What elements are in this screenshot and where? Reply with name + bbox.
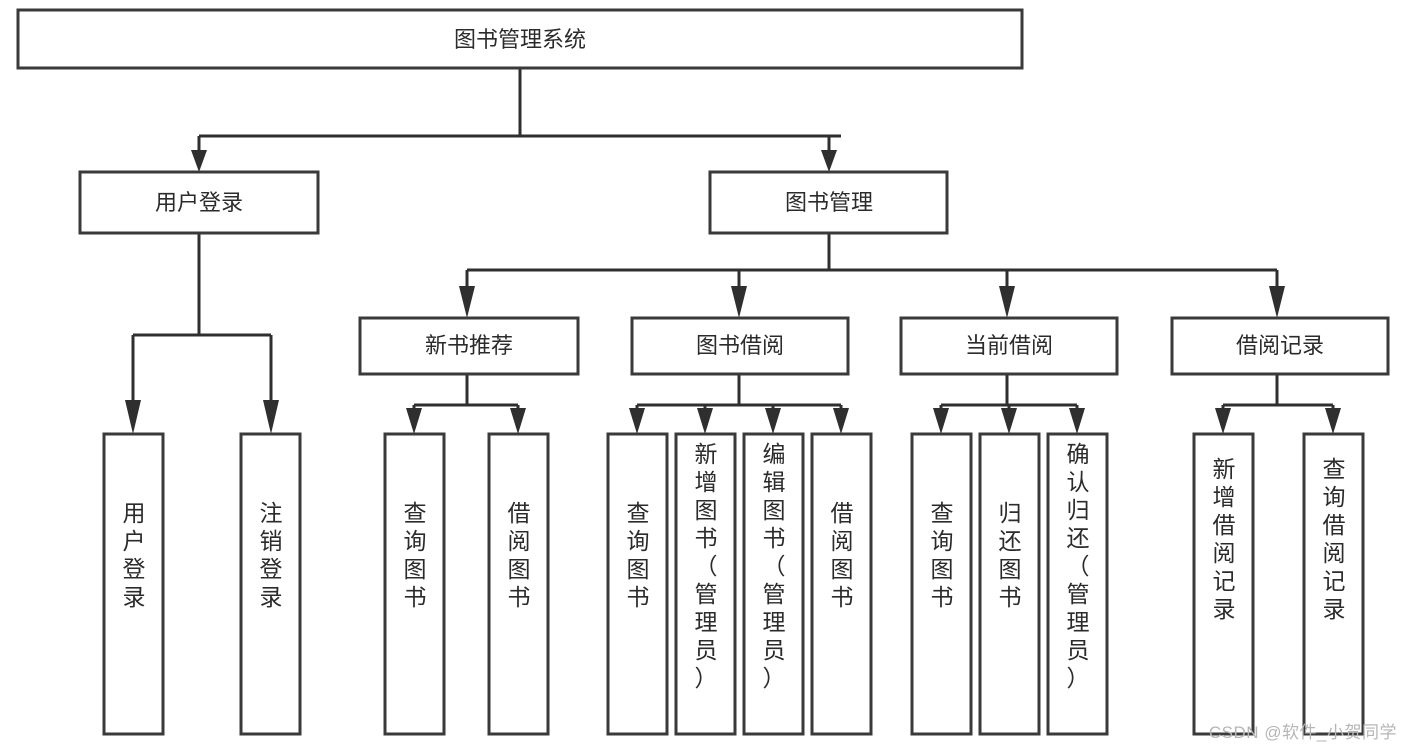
node-book-management[interactable]: 图书管理	[708, 170, 949, 235]
node-leaf-logout-login-box[interactable]	[239, 432, 302, 736]
node-borrow-record-box[interactable]	[1170, 316, 1390, 376]
arrow-head-icon	[731, 286, 747, 318]
connector-group-user-login	[125, 233, 279, 434]
node-root-label: 图书管理系统	[454, 27, 586, 52]
node-current-borrow[interactable]: 当前借阅	[899, 316, 1119, 376]
node-leaf-query-book-2-label: 查询图书	[627, 500, 650, 610]
node-leaf-edit-book-admin-box[interactable]	[742, 432, 805, 736]
node-leaf-query-book-1-label: 查询图书	[404, 500, 427, 610]
arrow-head-icon	[191, 150, 207, 172]
arrow-head-icon	[1269, 286, 1285, 318]
node-leaf-logout-login-label: 注销登录	[260, 500, 283, 610]
node-leaf-user-login-label: 用户登录	[123, 500, 146, 610]
connector-group-book-management	[459, 233, 1285, 318]
node-leaf-add-borrow-record-box[interactable]	[1192, 432, 1255, 736]
arrow-head-icon	[933, 408, 949, 434]
node-book-management-label: 图书管理	[785, 190, 873, 215]
arrow-head-icon	[765, 408, 781, 434]
node-leaf-confirm-return-admin-label: 确认归还（管理员）	[1067, 441, 1090, 691]
arrow-head-icon	[263, 400, 279, 434]
arrow-head-icon	[999, 286, 1015, 318]
node-leaf-query-borrow-record-box[interactable]	[1302, 432, 1365, 736]
node-leaf-query-book-1-box[interactable]	[383, 432, 446, 736]
node-leaf-borrow-book-2[interactable]: 借阅图书	[810, 432, 873, 736]
arrow-head-icon	[629, 408, 645, 434]
node-root[interactable]: 图书管理系统	[16, 8, 1024, 70]
node-leaf-logout-login[interactable]: 注销登录	[239, 432, 302, 736]
node-leaf-user-login-box[interactable]	[102, 432, 165, 736]
node-leaf-add-book-admin-box[interactable]	[674, 432, 737, 736]
node-leaf-confirm-return-admin-box[interactable]	[1046, 432, 1109, 736]
node-leaf-return-book-box[interactable]	[978, 432, 1041, 736]
connector-group-new-book-recommend	[406, 374, 526, 434]
node-new-book-recommend-label: 新书推荐	[425, 333, 513, 358]
node-leaf-edit-book-admin[interactable]: 编辑图书（管理员）	[742, 432, 805, 736]
node-root-box[interactable]	[16, 8, 1024, 70]
node-leaf-query-book-1[interactable]: 查询图书	[383, 432, 446, 736]
node-leaf-query-book-2[interactable]: 查询图书	[606, 432, 669, 736]
arrow-head-icon	[459, 286, 475, 318]
node-user-login[interactable]: 用户登录	[78, 170, 320, 235]
node-borrow-record-label: 借阅记录	[1236, 333, 1324, 358]
node-leaf-user-login[interactable]: 用户登录	[102, 432, 165, 736]
node-leaf-add-borrow-record[interactable]: 新增借阅记录	[1192, 432, 1255, 736]
arrow-head-icon	[1001, 408, 1017, 434]
node-leaf-return-book-label: 归还图书	[999, 500, 1022, 610]
node-leaf-query-book-3-label: 查询图书	[931, 500, 954, 610]
node-leaf-return-book[interactable]: 归还图书	[978, 432, 1041, 736]
connector-group-book-borrow	[629, 374, 849, 434]
node-leaf-borrow-book-1[interactable]: 借阅图书	[487, 432, 550, 736]
arrow-head-icon	[125, 400, 141, 434]
node-leaf-borrow-book-2-label: 借阅图书	[831, 500, 854, 610]
node-leaf-query-book-2-box[interactable]	[606, 432, 669, 736]
arrow-head-icon	[1215, 408, 1231, 434]
node-leaf-borrow-book-2-box[interactable]	[810, 432, 873, 736]
arrow-head-icon	[510, 408, 526, 434]
node-new-book-recommend-box[interactable]	[358, 316, 580, 376]
node-leaf-borrow-book-1-label: 借阅图书	[508, 500, 531, 610]
node-book-borrow[interactable]: 图书借阅	[630, 316, 850, 376]
arrow-head-icon	[1069, 408, 1085, 434]
arrow-head-icon	[406, 408, 422, 434]
node-leaf-query-book-3-box[interactable]	[910, 432, 973, 736]
node-leaf-query-book-3[interactable]: 查询图书	[910, 432, 973, 736]
node-leaf-query-borrow-record[interactable]: 查询借阅记录	[1302, 432, 1365, 736]
arrow-head-icon	[697, 408, 713, 434]
node-book-borrow-box[interactable]	[630, 316, 850, 376]
node-leaf-add-book-admin[interactable]: 新增图书（管理员）	[674, 432, 737, 736]
node-new-book-recommend[interactable]: 新书推荐	[358, 316, 580, 376]
node-user-login-box[interactable]	[78, 170, 320, 235]
node-book-management-box[interactable]	[708, 170, 949, 235]
node-current-borrow-box[interactable]	[899, 316, 1119, 376]
node-borrow-record[interactable]: 借阅记录	[1170, 316, 1390, 376]
node-user-login-label: 用户登录	[155, 190, 243, 215]
node-leaf-borrow-book-1-box[interactable]	[487, 432, 550, 736]
arrow-head-icon	[821, 150, 837, 172]
connector-group-current-borrow	[933, 374, 1085, 434]
arrow-head-icon	[1325, 408, 1341, 434]
node-book-borrow-label: 图书借阅	[696, 333, 784, 358]
node-leaf-confirm-return-admin[interactable]: 确认归还（管理员）	[1046, 432, 1109, 736]
node-current-borrow-label: 当前借阅	[965, 333, 1053, 358]
connector-group-root	[191, 68, 841, 172]
node-leaf-edit-book-admin-label: 编辑图书（管理员）	[763, 441, 786, 691]
node-leaf-query-borrow-record-label: 查询借阅记录	[1323, 456, 1346, 622]
node-leaf-add-borrow-record-label: 新增借阅记录	[1213, 456, 1236, 622]
node-leaf-add-book-admin-label: 新增图书（管理员）	[695, 441, 718, 691]
connector-group-borrow-record	[1215, 374, 1341, 434]
arrow-head-icon	[833, 408, 849, 434]
